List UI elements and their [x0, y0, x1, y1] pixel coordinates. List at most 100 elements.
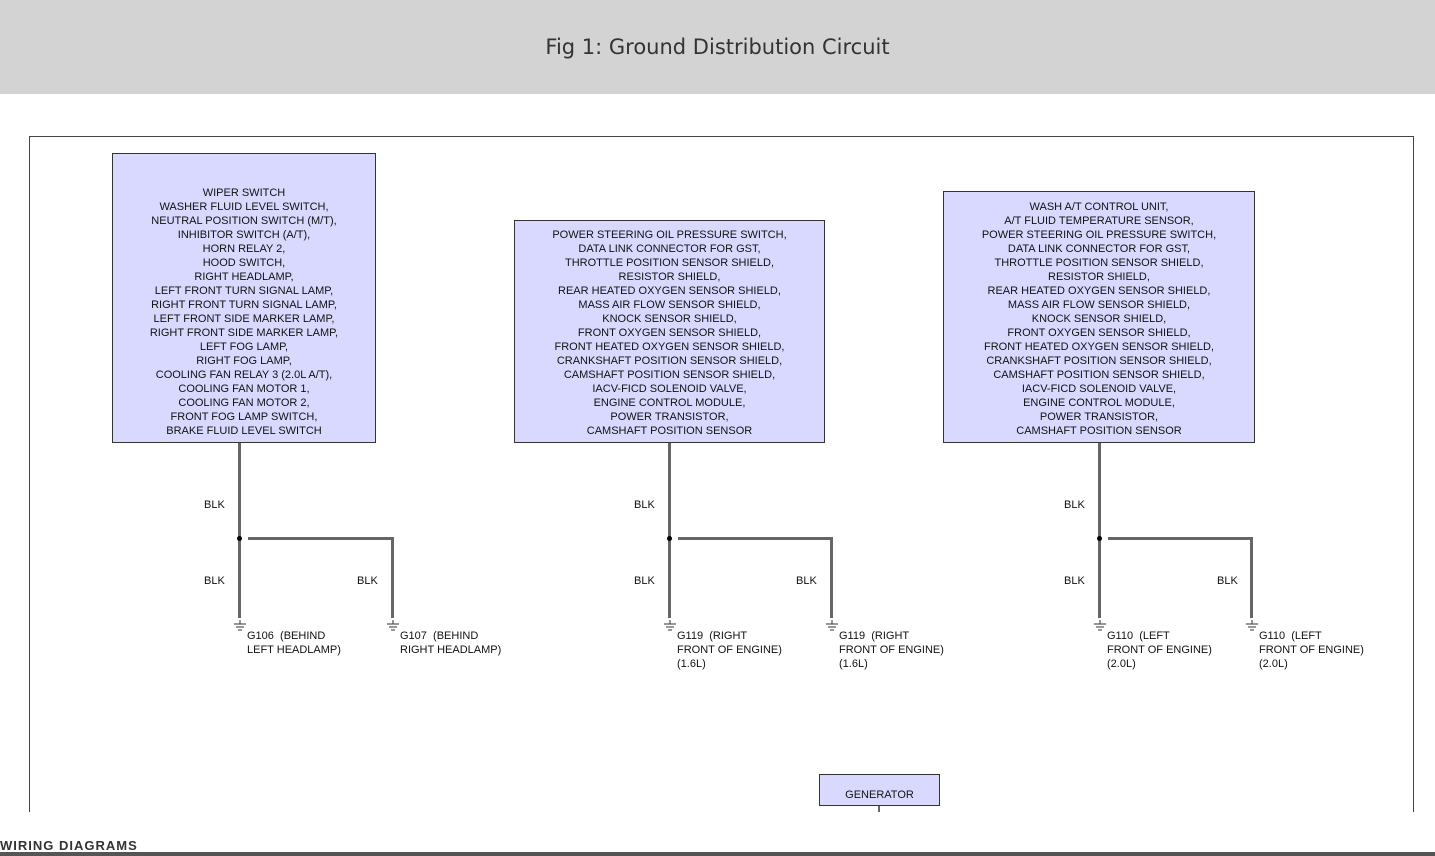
ground-location: (RIGHT FRONT OF ENGINE) (1.6L): [839, 630, 944, 670]
component-line: COOLING FAN MOTOR 1,: [178, 383, 310, 395]
component-line: ENGINE CONTROL MODULE,: [593, 397, 746, 409]
splice-point: [1097, 536, 1102, 541]
generator-wire: [878, 806, 880, 814]
ground-id: G119: [677, 630, 704, 642]
component-box-1: WIPER SWITCH WASHER FLUID LEVEL SWITCH, NE…: [112, 153, 376, 443]
component-line: THROTTLE POSITION SENSOR SHIELD,: [564, 257, 775, 269]
component-line: THROTTLE POSITION SENSOR SHIELD,: [994, 257, 1204, 269]
wire-color-label: BLK: [1064, 575, 1085, 587]
footer-bar: [0, 812, 1435, 856]
figure-title: Fig 1: Ground Distribution Circuit: [545, 35, 890, 59]
wire-vertical-main: [668, 443, 671, 618]
component-line: BRAKE FLUID LEVEL SWITCH: [166, 425, 322, 437]
ground-icon: [234, 620, 246, 631]
component-line: CAMSHAFT POSITION SENSOR SHIELD,: [993, 369, 1205, 381]
wire-color-label: BLK: [634, 499, 655, 511]
wire-vertical-main: [238, 443, 241, 618]
component-line: COOLING FAN MOTOR 2,: [178, 397, 310, 409]
component-line: MASS AIR FLOW SENSOR SHIELD,: [1007, 299, 1191, 311]
component-line: RIGHT FRONT TURN SIGNAL LAMP,: [151, 299, 337, 311]
component-line: POWER STEERING OIL PRESSURE SWITCH,: [552, 229, 787, 241]
component-line: KNOCK SENSOR SHIELD,: [602, 313, 737, 325]
component-box-2-lines: POWER STEERING OIL PRESSURE SWITCH, DATA …: [552, 228, 786, 438]
wire-color-label: BLK: [1064, 499, 1085, 511]
wire-color-label: BLK: [634, 575, 655, 587]
ground-id: G119: [839, 630, 866, 642]
component-box-3: WASH A/T CONTROL UNIT, A/T FLUID TEMPERAT…: [943, 191, 1255, 443]
ground-id: G107: [400, 630, 427, 642]
component-line: CAMSHAFT POSITION SENSOR: [1016, 425, 1182, 437]
ground-icon: [826, 620, 838, 631]
ground-label-g119: G119 (RIGHT FRONT OF ENGINE) (1.6L): [839, 629, 944, 671]
footer-text: WIRING DIAGRAMS: [0, 840, 138, 852]
component-line: POWER TRANSISTOR,: [610, 411, 729, 423]
ground-label-g110: G110 (LEFT FRONT OF ENGINE) (2.0L): [1107, 629, 1212, 671]
component-line: DATA LINK CONNECTOR FOR GST,: [578, 243, 761, 255]
component-line: CAMSHAFT POSITION SENSOR: [586, 425, 753, 437]
component-line: REAR HEATED OXYGEN SENSOR SHIELD,: [558, 285, 781, 297]
component-line: FRONT HEATED OXYGEN SENSOR SHIELD,: [554, 341, 785, 353]
component-line: CAMSHAFT POSITION SENSOR SHIELD,: [563, 369, 776, 381]
generator-box: GENERATOR: [819, 774, 940, 806]
component-line: REAR HEATED OXYGEN SENSOR SHIELD,: [987, 285, 1211, 297]
component-line: LEFT FOG LAMP,: [199, 341, 289, 353]
component-line: CRANKSHAFT POSITION SENSOR SHIELD,: [556, 355, 783, 367]
ground-id: G110: [1259, 630, 1286, 642]
component-line: WASH A/T CONTROL UNIT,: [1029, 201, 1169, 213]
ground-location: (BEHIND LEFT HEADLAMP): [247, 630, 341, 656]
component-line: FRONT OXYGEN SENSOR SHIELD,: [1007, 327, 1191, 339]
diagram-frame: [29, 136, 1414, 826]
component-line: FRONT HEATED OXYGEN SENSOR SHIELD,: [983, 341, 1214, 353]
component-box-3-lines: WASH A/T CONTROL UNIT, A/T FLUID TEMPERAT…: [982, 200, 1216, 438]
component-line: RESISTOR SHIELD,: [1048, 271, 1150, 283]
ground-label-g119: G119 (RIGHT FRONT OF ENGINE) (1.6L): [677, 629, 782, 671]
wire-color-label: BLK: [357, 575, 378, 587]
component-box-1-lines: WIPER SWITCH WASHER FLUID LEVEL SWITCH, NE…: [150, 186, 338, 438]
ground-id: G106: [247, 630, 274, 642]
wire-horizontal-branch: [248, 537, 393, 540]
ground-location: (LEFT FRONT OF ENGINE) (2.0L): [1259, 630, 1364, 670]
component-line: NEUTRAL POSITION SWITCH (M/T),: [151, 215, 337, 227]
wire-vertical-main: [1098, 443, 1101, 618]
splice-point: [667, 536, 672, 541]
ground-location: (BEHIND RIGHT HEADLAMP): [400, 630, 502, 656]
component-line: IACV-FICD SOLENOID VALVE,: [592, 383, 747, 395]
wire-color-label: BLK: [204, 575, 225, 587]
component-box-2: POWER STEERING OIL PRESSURE SWITCH, DATA …: [514, 220, 825, 443]
component-line: A/T FLUID TEMPERATURE SENSOR,: [1004, 215, 1194, 227]
component-line: RIGHT FOG LAMP,: [196, 355, 292, 367]
ground-icon: [1094, 620, 1106, 631]
component-line: INHIBITOR SWITCH (A/T),: [177, 229, 311, 241]
wire-horizontal-branch: [678, 537, 833, 540]
component-line: MASS AIR FLOW SENSOR SHIELD,: [578, 299, 761, 311]
wire-color-label: BLK: [1217, 575, 1238, 587]
component-line: IACV-FICD SOLENOID VALVE,: [1021, 383, 1177, 395]
component-line: POWER STEERING OIL PRESSURE SWITCH,: [981, 229, 1217, 241]
ground-icon: [387, 620, 399, 631]
wire-color-label: BLK: [204, 499, 225, 511]
component-line: POWER TRANSISTOR,: [1039, 411, 1159, 423]
header-bar: Fig 1: Ground Distribution Circuit: [0, 0, 1435, 94]
wire-color-label: BLK: [796, 575, 817, 587]
splice-point: [237, 536, 242, 541]
wire-vertical-branch: [1250, 537, 1253, 618]
wire-vertical-branch: [391, 537, 394, 618]
component-line: COOLING FAN RELAY 3 (2.0L A/T),: [155, 369, 333, 381]
wire-horizontal-branch: [1108, 537, 1253, 540]
generator-label: GENERATOR: [845, 789, 914, 801]
component-line: LEFT FRONT TURN SIGNAL LAMP,: [154, 285, 334, 297]
component-line: RIGHT HEADLAMP,: [194, 271, 294, 283]
component-line: CRANKSHAFT POSITION SENSOR SHIELD,: [986, 355, 1212, 367]
footer-line: [0, 852, 1435, 856]
component-line: FRONT FOG LAMP SWITCH,: [170, 411, 318, 423]
component-line: DATA LINK CONNECTOR FOR GST,: [1007, 243, 1191, 255]
ground-label-g107: G107 (BEHIND RIGHT HEADLAMP): [400, 629, 501, 657]
component-line: LEFT FRONT SIDE MARKER LAMP,: [153, 313, 335, 325]
ground-icon: [1246, 620, 1258, 631]
component-line: KNOCK SENSOR SHIELD,: [1031, 313, 1167, 325]
ground-id: G110: [1107, 630, 1134, 642]
component-line: WASHER FLUID LEVEL SWITCH,: [159, 201, 329, 213]
component-line: WIPER SWITCH: [202, 187, 286, 199]
component-line: FRONT OXYGEN SENSOR SHIELD,: [577, 327, 762, 339]
ground-label-g110: G110 (LEFT FRONT OF ENGINE) (2.0L): [1259, 629, 1364, 671]
